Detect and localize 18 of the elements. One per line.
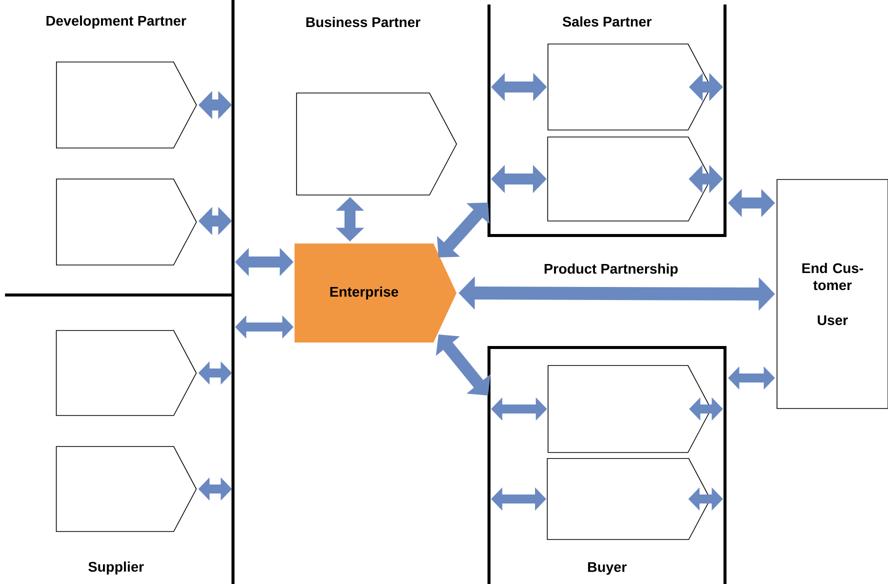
pentagon-box [56, 178, 197, 266]
enterprise-box: Enterprise [294, 244, 457, 342]
pentagon-box [548, 44, 712, 130]
region-heading: Development Partner [46, 15, 186, 29]
partner-frame: Buyer [488, 346, 726, 584]
pentagon-box [546, 458, 711, 540]
pentagon-box [56, 330, 197, 416]
customer-box: End Cus- tomer User [776, 179, 888, 409]
region-heading: Supplier [88, 561, 144, 575]
partner-frame: Sales Partner [488, 4, 726, 237]
pentagon-box [56, 62, 197, 148]
pentagon-box [548, 365, 712, 453]
pentagon-box [56, 446, 197, 532]
edge-label: Product Partnership [542, 262, 680, 278]
double-arrow [436, 334, 491, 396]
pentagon-box [296, 92, 458, 196]
double-arrow [437, 202, 490, 258]
region-heading: Business Partner [306, 16, 420, 28]
